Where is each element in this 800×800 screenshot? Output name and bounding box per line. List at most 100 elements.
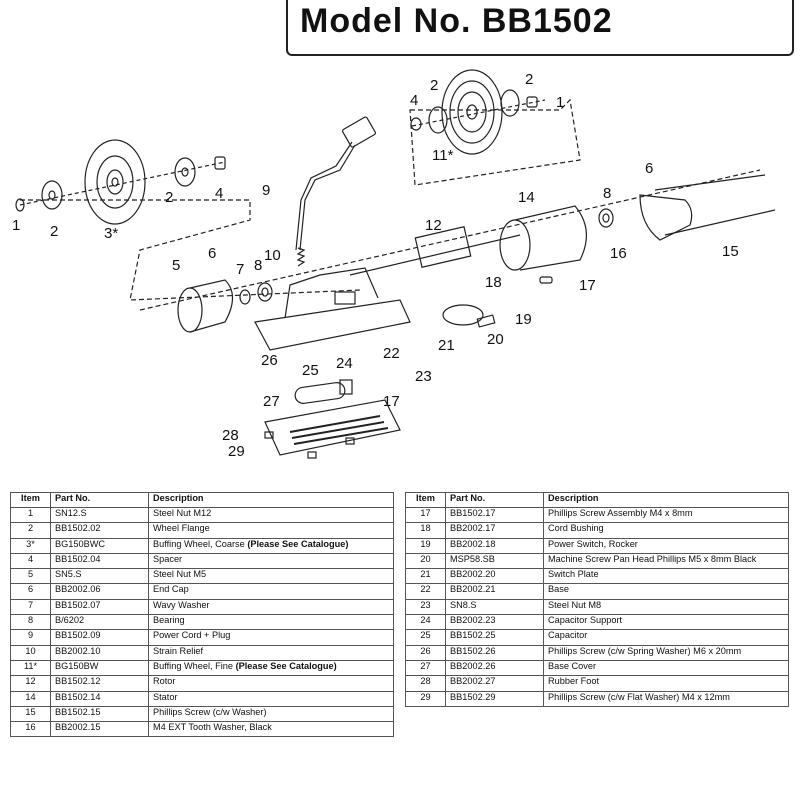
base-icon [254,299,411,351]
part-no-cell: BB1502.04 [50,552,149,570]
description-cell: Power Switch, Rocker [543,537,789,554]
part-no-cell: BG150BW [50,659,149,677]
rubber-foot-icon [264,431,274,439]
item-cell: 10 [10,644,51,661]
description-text: Switch Plate [548,569,599,580]
label-2: 2 [430,77,438,94]
description-text: Wheel Flange [153,523,210,534]
wheel-flange-icon [41,180,63,210]
label-24: 24 [336,355,353,372]
item-cell: 9 [10,629,51,646]
label-23: 23 [415,368,432,385]
description-cell: Steel Nut M8 [543,598,789,616]
part-no-cell: BB1502.12 [50,675,149,692]
left-wheel-frame [20,199,361,301]
label-16: 16 [610,245,627,262]
label-3: 3* [104,225,118,242]
spacer-icon [214,156,226,170]
description-cell: Base Cover [543,659,789,677]
header-item: Item [405,492,446,508]
label-2: 2 [165,189,173,206]
label-4: 4 [410,92,418,109]
label-17: 17 [383,393,400,410]
description-cell: Phillips Screw Assembly M4 x 8mm [543,506,789,524]
label-8: 8 [603,185,611,202]
base-cover-icon [264,399,401,456]
item-cell: 6 [10,583,51,600]
label-10: 10 [264,247,281,264]
description-text: M4 EXT Tooth Washer, Black [153,722,272,733]
catalogue-note: (Please See Catalogue) [247,538,349,549]
label-26: 26 [261,352,278,369]
rubber-foot-icon [307,451,317,459]
header-description: Description [543,492,789,508]
part-no-cell: BB1502.02 [50,522,149,539]
item-cell: 11* [10,659,51,677]
part-no-cell: BB1502.07 [50,598,149,616]
item-cell: 22 [405,583,446,600]
description-cell: Rubber Foot [543,675,789,692]
label-2: 2 [50,223,58,240]
item-cell: 24 [405,614,446,631]
description-cell: Wavy Washer [148,598,394,616]
part-no-cell: BB2002.15 [50,721,149,738]
end-cap-icon [639,194,693,241]
description-text: Phillips Screw (c/w Spring Washer) M6 x … [548,645,742,656]
description-text: Wavy Washer [153,599,210,610]
part-no-cell: SN8.S [445,598,544,616]
item-cell: 28 [405,675,446,692]
description-text: Steel Nut M8 [548,599,602,610]
item-cell: 15 [10,705,51,723]
part-no-cell: BG150BWC [50,537,149,554]
capacitor-icon [294,382,346,404]
item-cell: 21 [405,568,446,585]
wheel-flange-icon [174,157,196,187]
exploded-diagram: 1 2 3* 2 4 4 2 11* 2 1 9 10 5 6 7 8 12 1… [12,69,776,460]
description-cell: M4 EXT Tooth Washer, Black [148,721,394,738]
bearing-icon [598,208,614,228]
item-cell: 16 [10,721,51,738]
label-1: 1 [12,217,20,234]
item-cell: 7 [10,598,51,616]
label-6: 6 [208,245,216,262]
part-no-cell: BB1502.09 [50,629,149,646]
description-cell: Buffing Wheel, Coarse (Please See Catalo… [148,537,394,554]
description-text: Capacitor Support [548,615,623,626]
stator-icon [499,219,531,271]
end-cap-icon [177,287,203,333]
label-2: 2 [525,71,533,88]
label-22: 22 [383,345,400,362]
header-description: Description [148,492,394,508]
part-no-cell: BB2002.20 [445,568,544,585]
description-cell: Stator [148,690,394,707]
description-text: Rotor [153,676,176,687]
label-4: 4 [215,185,223,202]
description-cell: Buffing Wheel, Fine (Please See Catalogu… [148,659,394,677]
part-no-cell: SN5.S [50,568,149,585]
description-text: Base Cover [548,660,597,671]
description-cell: Strain Relief [148,644,394,661]
buffing-wheel-fine-icon [441,69,503,155]
description-cell: Steel Nut M12 [148,506,394,524]
rocker-switch-icon [476,314,496,328]
buffing-wheel-coarse-icon [84,139,146,225]
description-text: Buffing Wheel, Fine [153,660,236,671]
description-cell: Spacer [148,552,394,570]
strain-relief-icon [296,247,306,267]
